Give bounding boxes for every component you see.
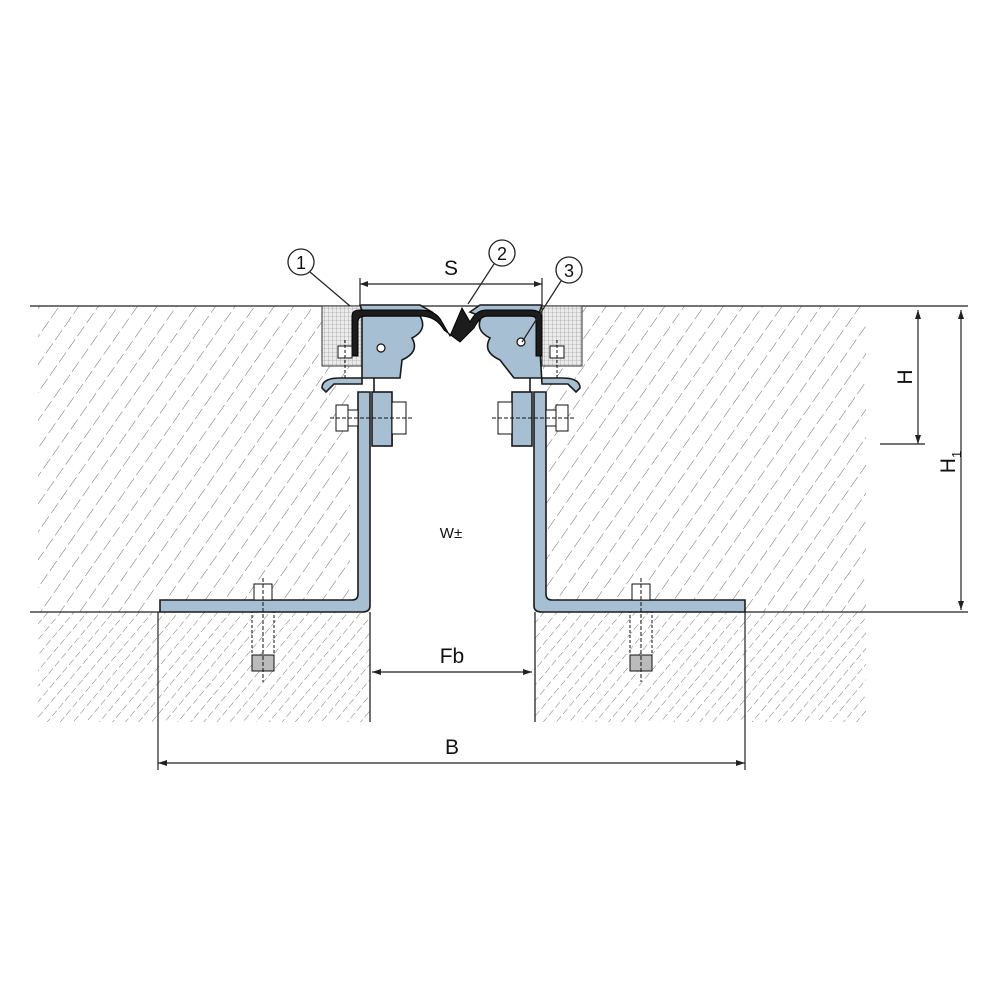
- dimension-fb: Fb: [372, 645, 532, 675]
- dimension-b: B: [157, 612, 746, 770]
- lower-concrete-right: [534, 612, 866, 722]
- label-fb: Fb: [440, 645, 465, 668]
- anchor-bolt-left: [251, 578, 275, 682]
- upper-concrete-left: [38, 306, 350, 612]
- anchor-bolt-right: [629, 578, 653, 682]
- side-bolt-right: [492, 401, 574, 435]
- svg-text:1: 1: [296, 253, 306, 273]
- callout-1: 1: [287, 248, 351, 307]
- label-h1: H1: [937, 451, 964, 473]
- lower-concrete-left: [38, 612, 371, 722]
- side-bolt-left: [330, 401, 412, 435]
- callout-2: 2: [467, 239, 516, 305]
- label-h: H: [894, 369, 917, 384]
- svg-text:2: 2: [497, 244, 507, 264]
- elastomer-seal: [351, 306, 543, 357]
- svg-text:3: 3: [564, 261, 574, 281]
- nosing-bolt-left: [337, 340, 353, 380]
- label-b: B: [445, 736, 459, 759]
- dimension-s: S: [359, 257, 543, 304]
- dimension-h: H: [880, 310, 925, 445]
- upper-concrete-right: [543, 306, 866, 612]
- nosing-bolt-right: [549, 340, 565, 380]
- callout-3: 3: [521, 256, 583, 343]
- label-s: S: [444, 257, 458, 280]
- dimension-h1: H1: [870, 305, 968, 613]
- label-w: W±: [440, 525, 462, 542]
